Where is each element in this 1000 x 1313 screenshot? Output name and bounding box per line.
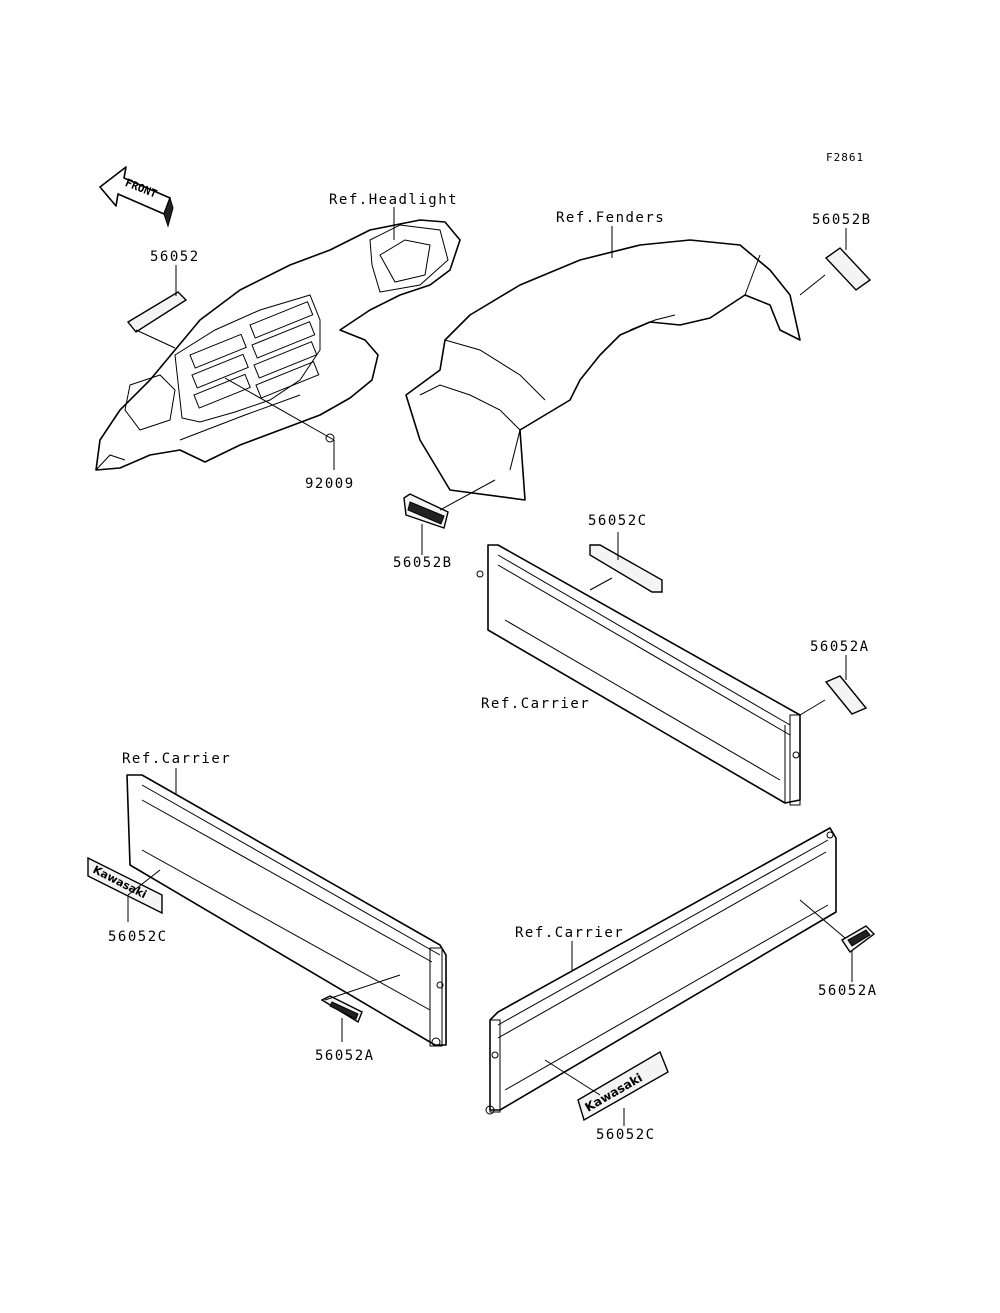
label-56052b-right: 56052B <box>812 212 872 228</box>
label-56052a-lower-right: 56052A <box>818 983 878 999</box>
decal-56052c-top <box>589 532 663 593</box>
label-56052c-left: 56052C <box>108 929 168 945</box>
carrier-panel-upper <box>476 544 801 806</box>
label-56052a-left: 56052A <box>315 1048 375 1064</box>
decal-56052b-center <box>403 479 496 529</box>
label-ref-headlight: Ref.Headlight <box>329 192 459 208</box>
carrier-panel-lower <box>485 827 837 1115</box>
decal-56052 <box>126 291 188 349</box>
label-56052b-center: 56052B <box>393 555 453 571</box>
label-ref-fenders: Ref.Fenders <box>556 210 666 226</box>
label-56052a-right: 56052A <box>810 639 870 655</box>
label-ref-carrier-lower: Ref.Carrier <box>515 925 625 941</box>
decal-56052a-lower-right <box>799 899 876 982</box>
label-ref-carrier-upper: Ref.Carrier <box>481 696 591 712</box>
label-ref-carrier-left: Ref.Carrier <box>122 751 232 767</box>
carrier-panel-left <box>126 774 447 1047</box>
leader-lines <box>175 207 847 970</box>
decal-56052a-left <box>320 974 401 1042</box>
rear-fenders-part <box>405 239 801 501</box>
label-56052-top: 56052 <box>150 249 200 265</box>
label-56052c-top: 56052C <box>588 513 648 529</box>
label-56052c-bottom: 56052C <box>596 1127 656 1143</box>
front-cover-part <box>95 219 461 471</box>
figure-code: F2861 <box>826 151 865 164</box>
decal-56052a-right <box>799 675 868 716</box>
label-92009: 92009 <box>305 476 355 492</box>
front-arrow-icon: FRONT <box>99 166 174 228</box>
decal-56052b-right <box>799 247 872 296</box>
